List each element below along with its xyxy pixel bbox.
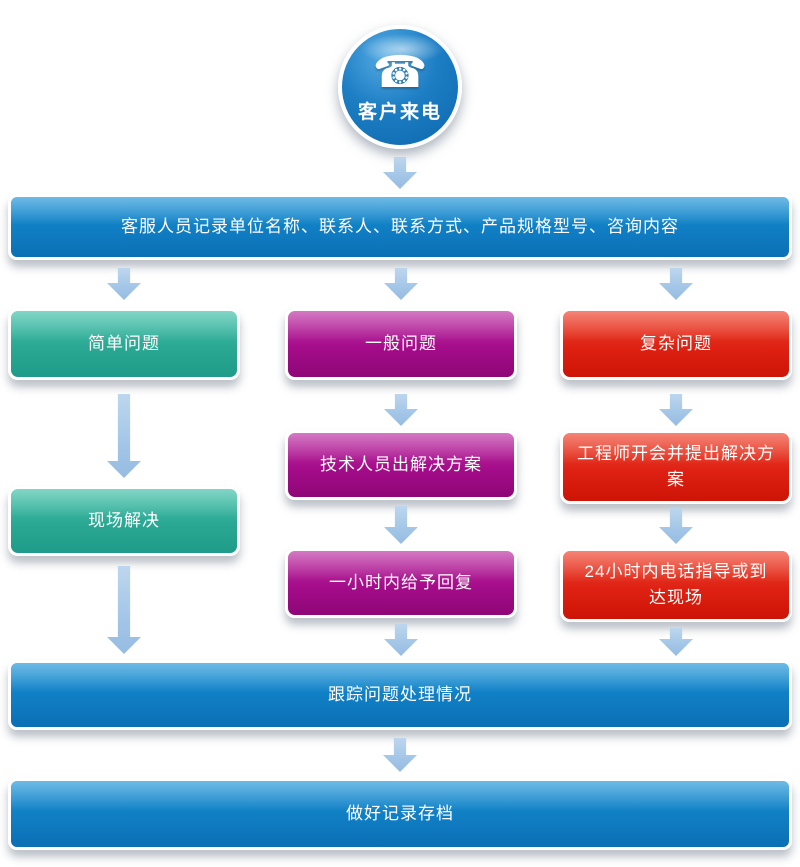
- simple-problem-box: 简单问题: [8, 308, 240, 380]
- record-label: 客服人员记录单位名称、联系人、联系方式、产品规格型号、咨询内容: [121, 216, 679, 236]
- arrow-to-general: [384, 268, 418, 300]
- arrow-track-to-archive: [383, 738, 417, 772]
- arrow-guidance-to-track: [659, 628, 693, 656]
- arrow-to-simple: [107, 268, 141, 300]
- arrow-simple-to-onsite: [107, 394, 141, 478]
- arrow-reply-to-track: [384, 624, 418, 656]
- record-bar: 客服人员记录单位名称、联系人、联系方式、产品规格型号、咨询内容: [8, 194, 792, 260]
- general-problem-box: 一般问题: [285, 308, 517, 380]
- phone-guidance-label: 24小时内电话指导或到达现场: [584, 561, 768, 607]
- track-bar: 跟踪问题处理情况: [8, 660, 792, 730]
- engineer-meeting-box: 工程师开会并提出解决方案: [560, 430, 792, 504]
- complex-problem-label: 复杂问题: [640, 333, 712, 353]
- start-label: 客户来电: [357, 101, 442, 123]
- arrow-complex-to-engineer: [659, 394, 693, 426]
- arrow-tech-to-reply: [384, 506, 418, 544]
- start-node: ☎ 客户来电: [338, 25, 462, 149]
- simple-problem-label: 简单问题: [88, 333, 160, 353]
- onsite-solution-box: 现场解决: [8, 486, 240, 556]
- engineer-meeting-label: 工程师开会并提出解决方案: [577, 443, 775, 489]
- track-label: 跟踪问题处理情况: [328, 684, 472, 704]
- arrow-start-to-record: [383, 157, 417, 189]
- arrow-to-complex: [659, 268, 693, 300]
- arrow-onsite-to-track: [107, 566, 141, 654]
- general-problem-label: 一般问题: [365, 333, 437, 353]
- arrow-general-to-tech: [384, 394, 418, 426]
- archive-label: 做好记录存档: [346, 803, 454, 823]
- arrow-engineer-to-guidance: [659, 508, 693, 544]
- one-hour-reply-box: 一小时内给予回复: [285, 548, 517, 618]
- tech-solution-label: 技术人员出解决方案: [320, 454, 482, 474]
- archive-bar: 做好记录存档: [8, 778, 792, 850]
- complex-problem-box: 复杂问题: [560, 308, 792, 380]
- one-hour-reply-label: 一小时内给予回复: [329, 572, 473, 592]
- tech-solution-box: 技术人员出解决方案: [285, 430, 517, 500]
- phone-guidance-box: 24小时内电话指导或到达现场: [560, 548, 792, 622]
- phone-icon: ☎: [372, 47, 428, 97]
- onsite-solution-label: 现场解决: [88, 510, 160, 530]
